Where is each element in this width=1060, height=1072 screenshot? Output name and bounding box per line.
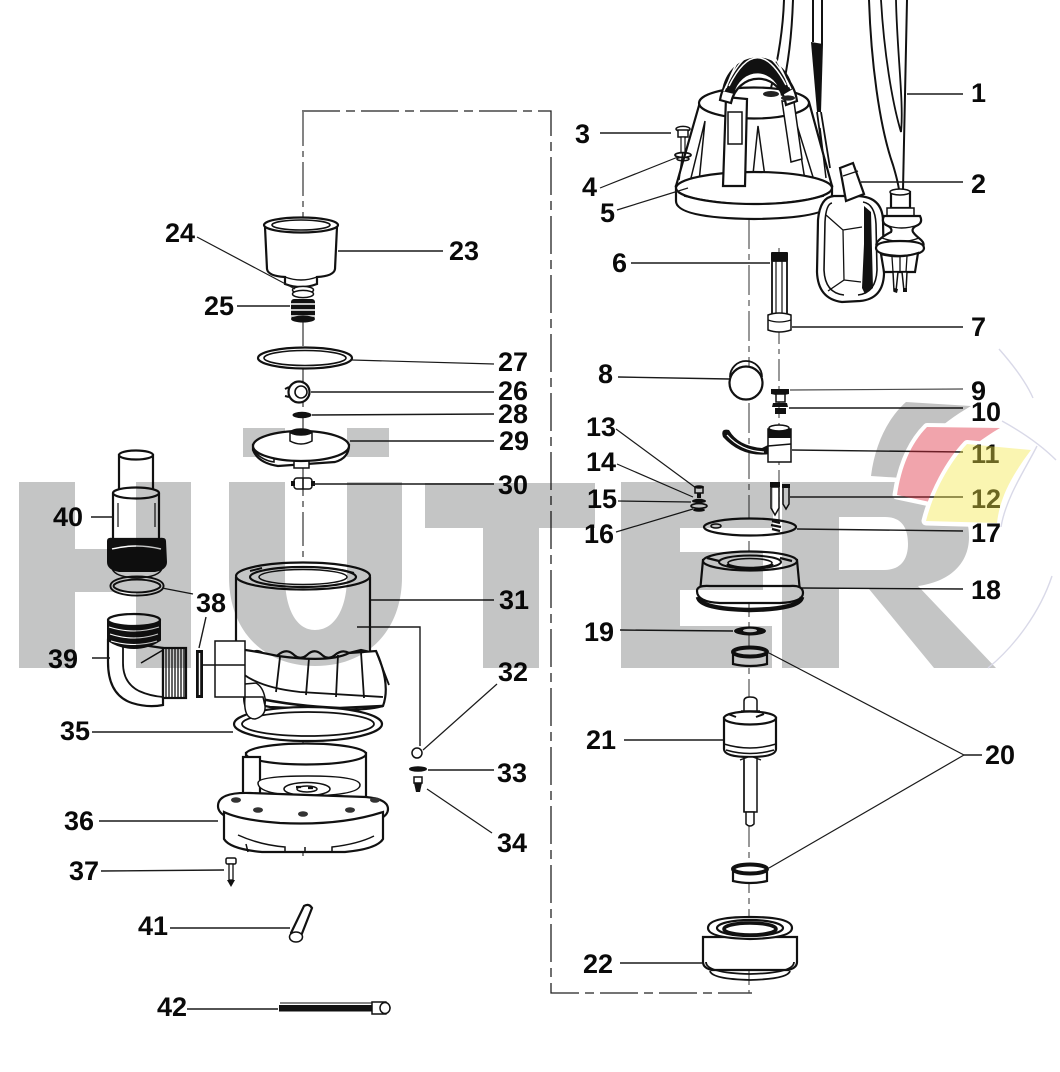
svg-text:25: 25 [204, 291, 234, 321]
svg-text:14: 14 [586, 447, 616, 477]
svg-text:12: 12 [971, 484, 1001, 514]
svg-text:1: 1 [971, 78, 986, 108]
svg-text:18: 18 [971, 575, 1001, 605]
svg-text:20: 20 [985, 740, 1015, 770]
svg-text:36: 36 [64, 806, 94, 836]
svg-text:21: 21 [586, 725, 616, 755]
svg-text:22: 22 [583, 949, 613, 979]
svg-text:5: 5 [600, 198, 615, 228]
svg-text:13: 13 [586, 412, 616, 442]
svg-text:9: 9 [971, 376, 986, 406]
svg-text:7: 7 [971, 312, 986, 342]
svg-text:4: 4 [582, 172, 597, 202]
svg-text:42: 42 [157, 992, 187, 1022]
svg-text:29: 29 [499, 426, 529, 456]
svg-text:3: 3 [575, 119, 590, 149]
svg-text:8: 8 [598, 359, 613, 389]
svg-text:2: 2 [971, 169, 986, 199]
svg-text:37: 37 [69, 856, 99, 886]
svg-text:26: 26 [498, 376, 528, 406]
svg-text:10: 10 [971, 397, 1001, 427]
svg-text:24: 24 [165, 218, 195, 248]
svg-text:11: 11 [971, 439, 1000, 469]
svg-text:27: 27 [498, 347, 528, 377]
svg-text:38: 38 [196, 588, 226, 618]
svg-text:19: 19 [584, 617, 614, 647]
svg-text:6: 6 [612, 248, 627, 278]
svg-text:41: 41 [138, 911, 168, 941]
svg-text:17: 17 [971, 518, 1001, 548]
svg-text:34: 34 [497, 828, 527, 858]
svg-text:33: 33 [497, 758, 527, 788]
svg-text:28: 28 [498, 399, 528, 429]
svg-text:35: 35 [60, 716, 90, 746]
svg-text:23: 23 [449, 236, 479, 266]
